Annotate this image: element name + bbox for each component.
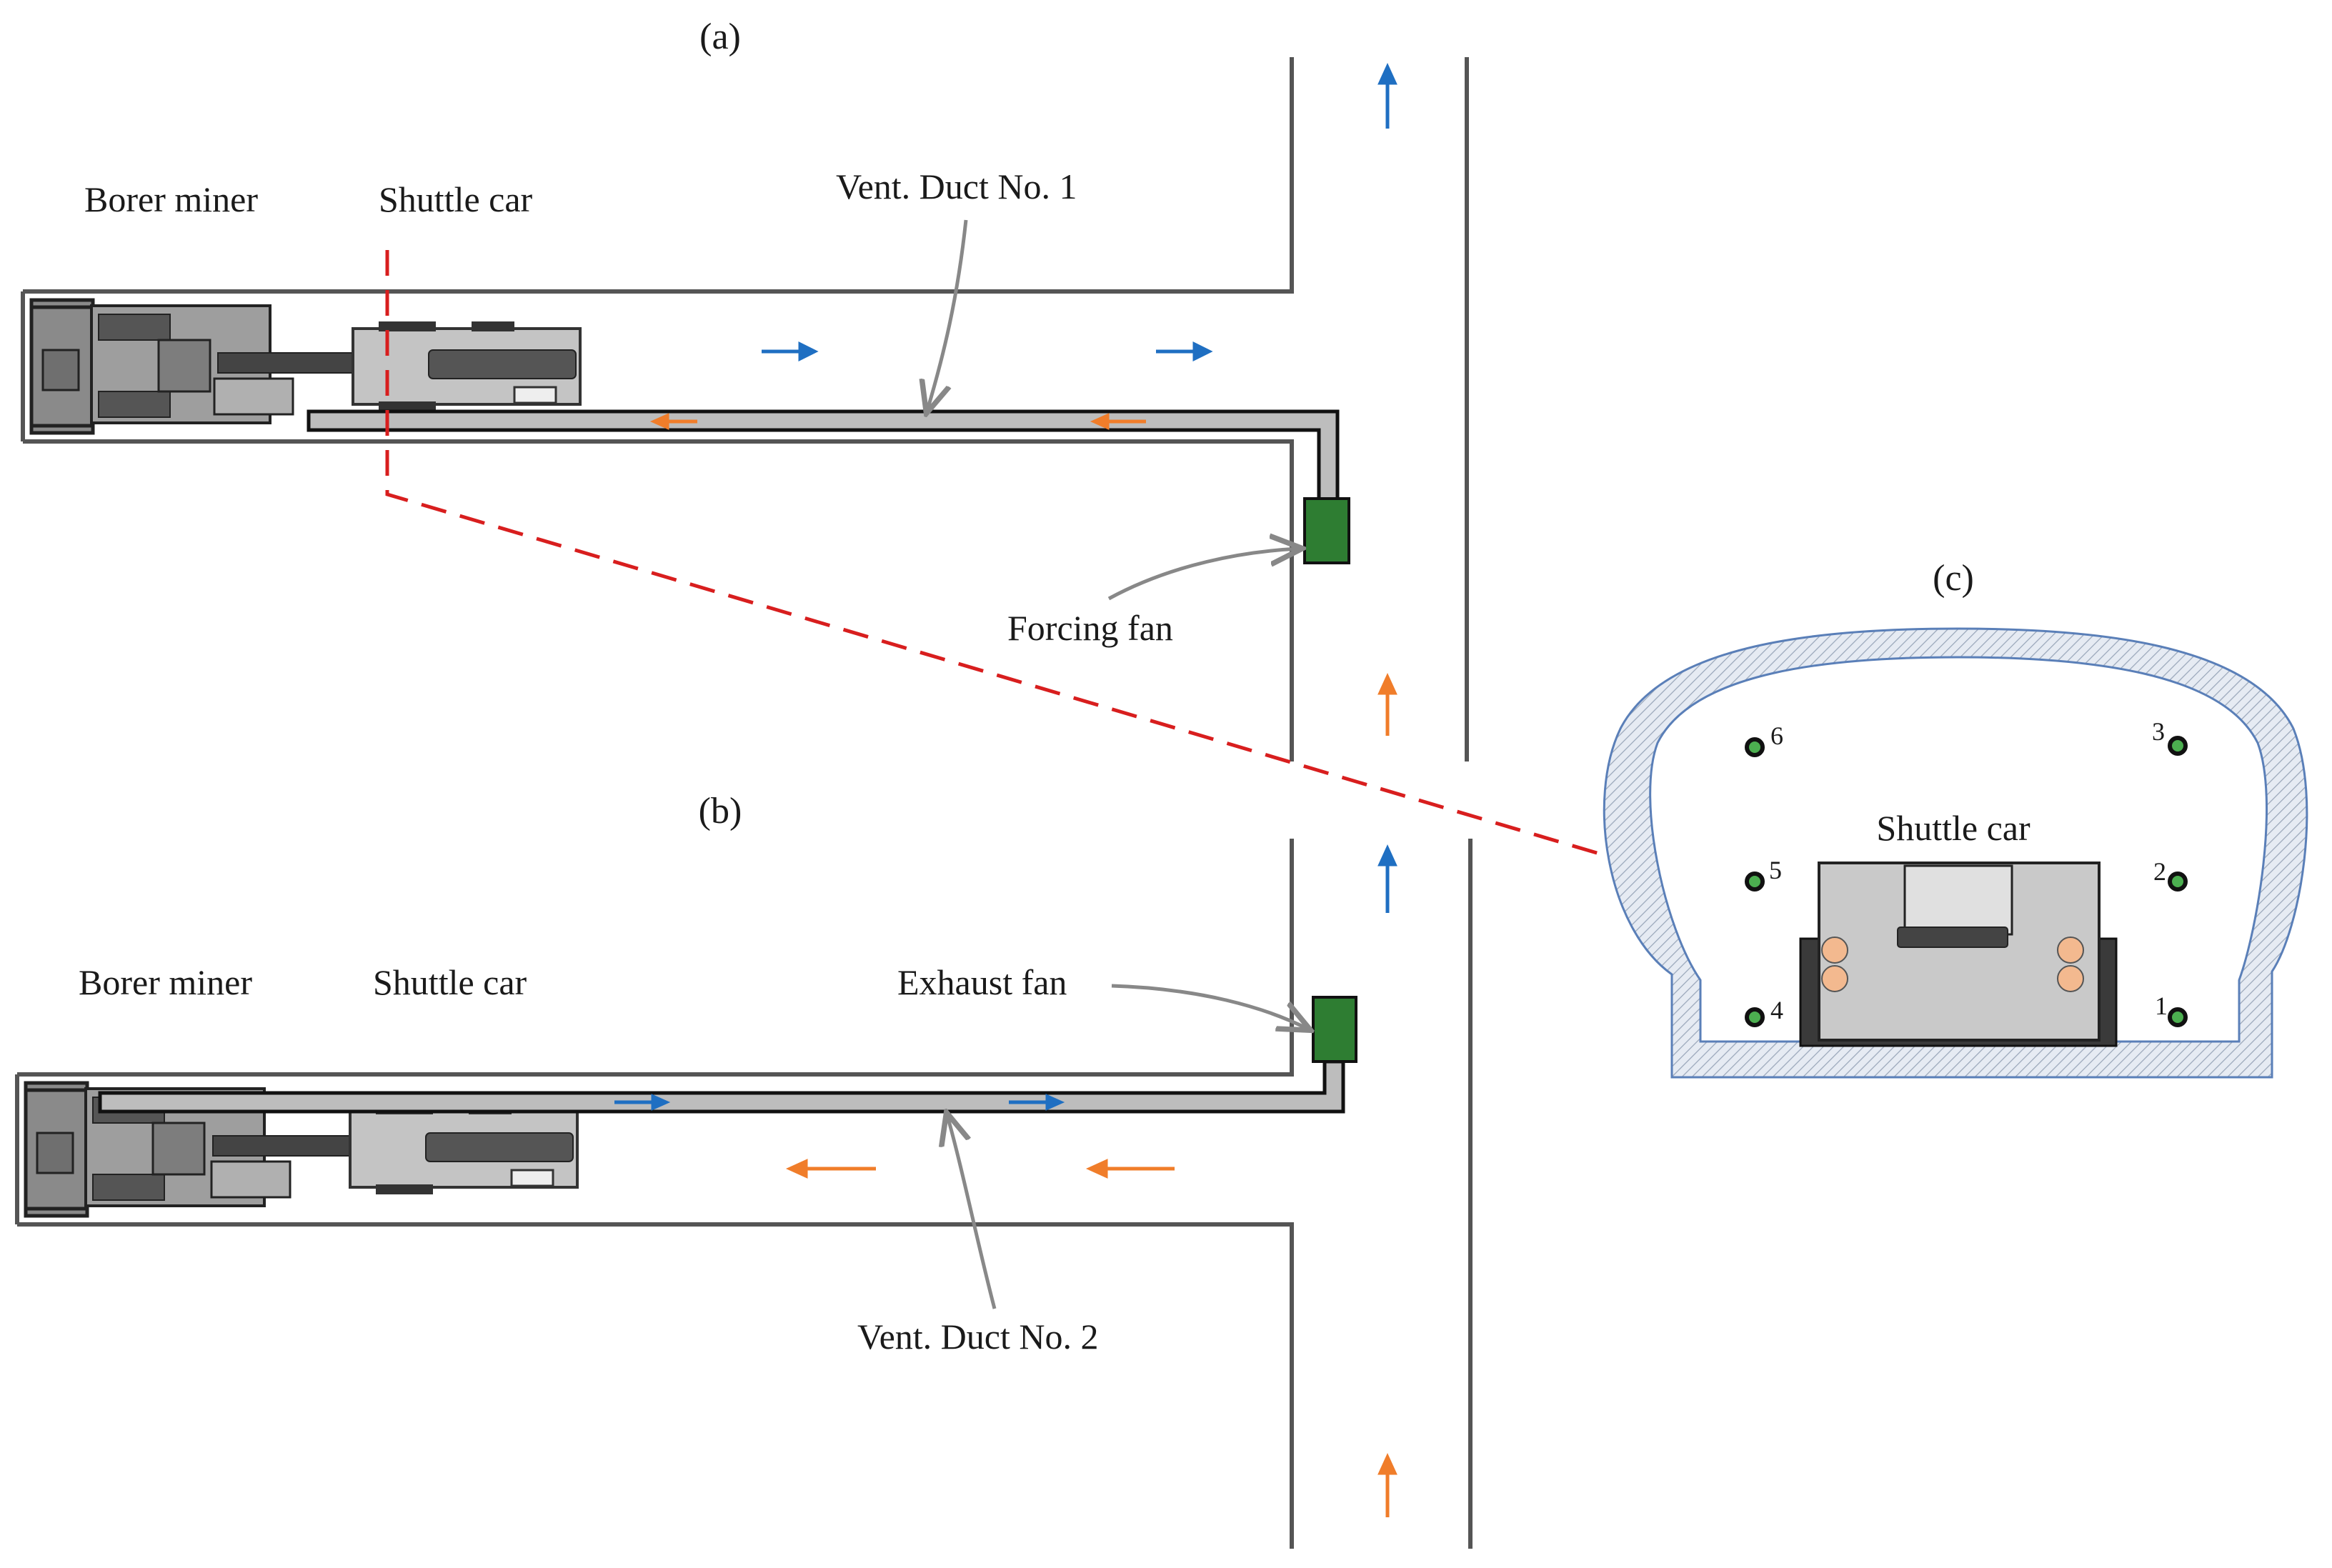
measuring-point-4: 4	[1745, 996, 1783, 1027]
panel-a-label: (a)	[699, 16, 741, 57]
shuttle-car-icon	[1799, 862, 2118, 1047]
panel-b-label: (b)	[699, 791, 742, 832]
fan-icon	[1312, 996, 1357, 1063]
point-label-4: 4	[1770, 996, 1783, 1024]
panel-c-shuttle-label: Shuttle car	[1876, 808, 2030, 848]
measuring-point-2: 2	[2153, 857, 2188, 892]
tunnel-lining	[1603, 627, 2308, 1079]
point-label-5: 5	[1769, 856, 1782, 884]
measuring-point-3: 3	[2152, 717, 2188, 756]
panel-a-duct-label: Vent. Duct No. 1	[836, 166, 1077, 206]
panel-a-borer-label: Borer miner	[84, 179, 258, 219]
borer-miner-icon	[29, 298, 390, 435]
measuring-point-6: 6	[1745, 721, 1783, 757]
arrow-icon	[614, 844, 1397, 1517]
forcing-fan-leader	[1107, 549, 1299, 601]
measuring-points: 1 2 3 4 5 6	[1745, 717, 2188, 1027]
panel-b-shuttle-label: Shuttle car	[373, 962, 527, 1002]
panel-a-fan-label: Forcing fan	[1007, 608, 1173, 648]
point-label-3: 3	[2152, 717, 2165, 746]
roller-icon	[1821, 937, 2084, 992]
vent-duct-2	[98, 1059, 1345, 1114]
shuttle-car-icon	[349, 1104, 579, 1194]
panel-b-roadway	[15, 839, 1473, 1549]
panel-c: (c) Shuttle car 1 2	[1603, 558, 2308, 1079]
vent-duct-2-leader	[947, 1116, 997, 1309]
panel-a: (a)	[21, 16, 1469, 761]
panel-b-fan-label: Exhaust fan	[897, 962, 1067, 1002]
panel-c-label: (c)	[1933, 558, 1974, 599]
section-line	[385, 250, 1617, 861]
panel-a-shuttle-label: Shuttle car	[379, 179, 533, 219]
panel-b-bottom-wall	[17, 1222, 1294, 1549]
vent-duct-1-leader	[927, 219, 968, 410]
shuttle-car-icon	[352, 321, 582, 411]
panel-a-roadway	[21, 57, 1469, 761]
point-label-1: 1	[2155, 992, 2168, 1020]
panel-a-top-wall	[23, 57, 1294, 294]
panel-a-bottom-wall	[23, 439, 1294, 761]
point-label-2: 2	[2153, 857, 2166, 886]
point-label-6: 6	[1770, 721, 1783, 750]
fan-icon	[1303, 497, 1350, 564]
arrow-icon	[649, 62, 1397, 736]
panel-b-borer-label: Borer miner	[79, 962, 252, 1002]
panel-b-duct-label: Vent. Duct No. 2	[857, 1317, 1098, 1357]
panel-b-top-wall	[17, 839, 1294, 1077]
measuring-point-1: 1	[2155, 992, 2188, 1027]
vent-duct-1	[307, 409, 1340, 502]
exhaust-fan-leader	[1111, 984, 1307, 1029]
panel-b: (b)	[15, 791, 1473, 1549]
measuring-point-5: 5	[1745, 856, 1782, 892]
